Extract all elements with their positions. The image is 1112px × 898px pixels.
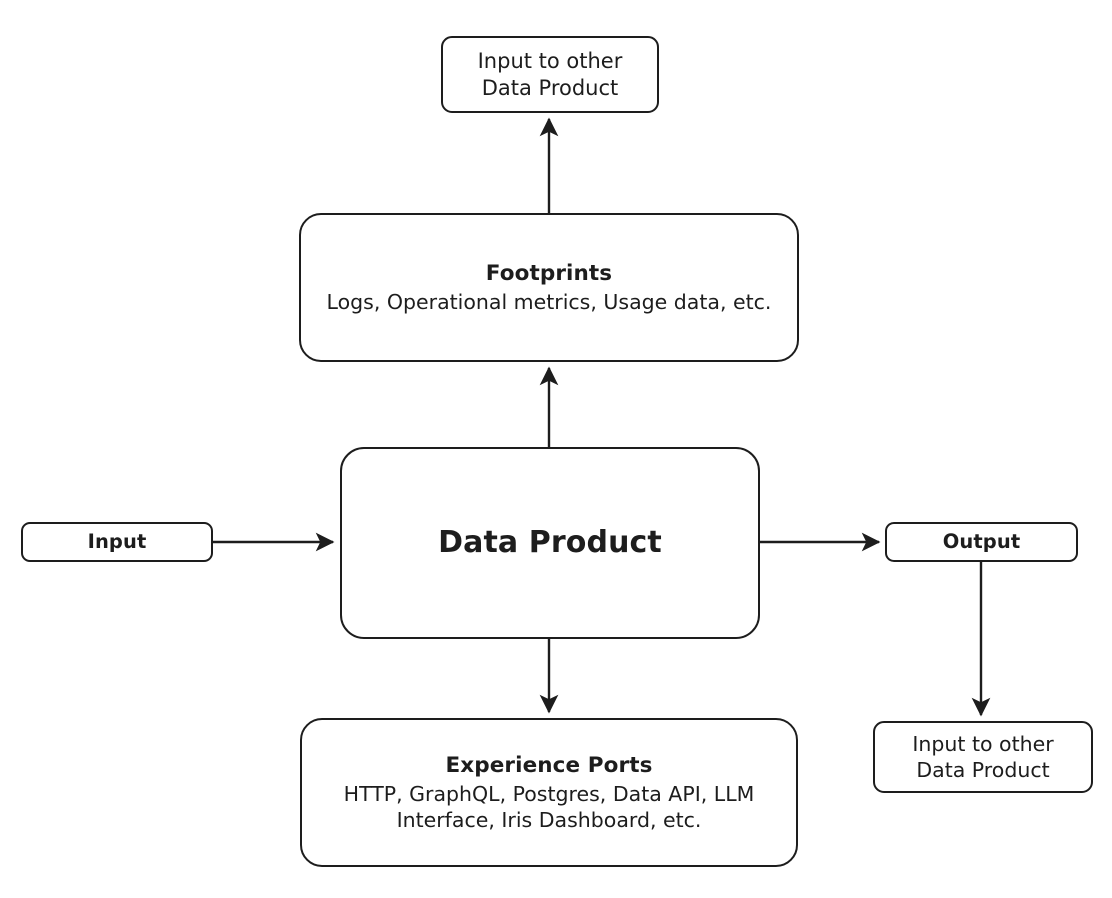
node-output-title: Output [942, 529, 1021, 553]
node-experience-ports-title: Experience Ports [445, 752, 653, 778]
node-label-line1: Input to other [912, 731, 1054, 756]
node-data-product[interactable]: Data Product [340, 447, 760, 639]
node-output[interactable]: Output [885, 522, 1078, 562]
node-input-title: Input [87, 529, 147, 553]
node-input-to-other-data-product-top[interactable]: Input to other Data Product [441, 36, 659, 113]
node-label-line2: Data Product [481, 75, 619, 100]
node-label-line1: Input to other [477, 48, 623, 73]
node-label-line2: Data Product [916, 758, 1050, 782]
node-input[interactable]: Input [21, 522, 213, 562]
node-input-to-other-data-product-right[interactable]: Input to other Data Product [873, 721, 1093, 793]
node-footprints-subtitle: Logs, Operational metrics, Usage data, e… [326, 290, 772, 315]
node-experience-ports[interactable]: Experience Ports HTTP, GraphQL, Postgres… [300, 718, 798, 867]
node-footprints[interactable]: Footprints Logs, Operational metrics, Us… [299, 213, 799, 362]
node-experience-ports-subtitle: HTTP, GraphQL, Postgres, Data API, LLM I… [343, 782, 755, 833]
node-data-product-title: Data Product [438, 524, 662, 560]
node-footprints-title: Footprints [485, 260, 613, 286]
